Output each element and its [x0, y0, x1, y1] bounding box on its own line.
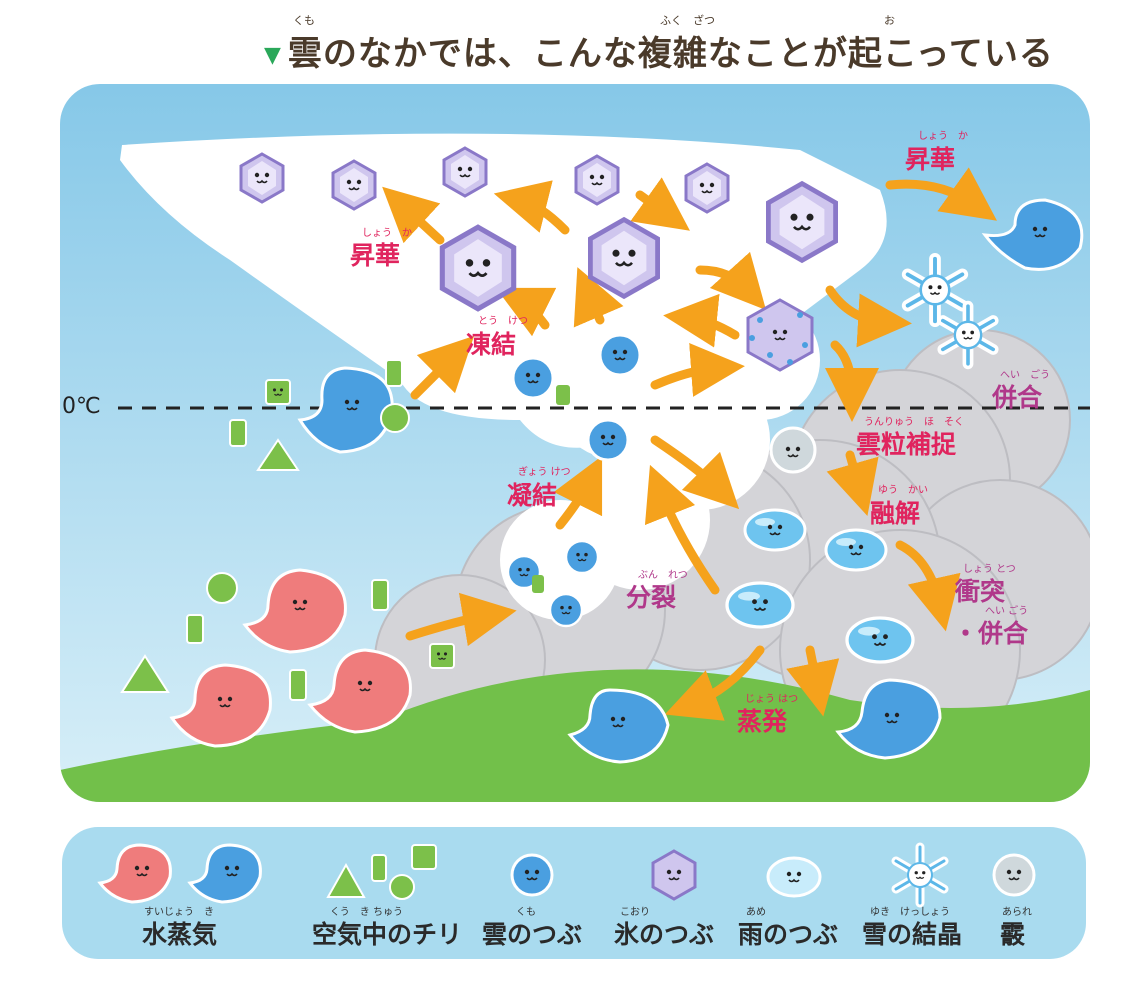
page-title: ▼雲のなかでは、こんな複雑なことが起こっている — [264, 26, 1054, 75]
legend-label-graupel: 霰 — [1000, 920, 1026, 949]
snow-crystal-icon — [891, 842, 949, 908]
sublimation-left-ruby: しょう か — [362, 228, 412, 239]
legend-icons — [97, 842, 1036, 908]
split-ruby: ぶん れつ — [638, 570, 688, 581]
title-ruby-o: お — [884, 14, 895, 27]
legend-label-dust: 空気中のチリ — [312, 920, 463, 949]
sublimation-left-label: 昇華 — [350, 241, 401, 270]
riming-ruby: うんりゅう ほ そく — [864, 417, 964, 428]
process-arrows — [382, 167, 997, 721]
graupel-icon — [992, 853, 1036, 897]
condensation-label: 凝結 — [507, 481, 558, 510]
collision-label: 衝突 — [955, 577, 1006, 606]
evaporation-ruby: じょう はつ — [745, 694, 799, 705]
collision-merge-label: ・併合 — [953, 619, 1029, 648]
dust-particles — [120, 359, 570, 701]
legend-ruby-ice-particle: こおり — [620, 907, 650, 918]
dust-icon — [326, 844, 437, 900]
freezing-ruby: とう けつ — [478, 316, 528, 327]
freezing-level-label: 0℃ — [62, 394, 101, 419]
sublimation-right-ruby: しょう か — [918, 131, 968, 142]
water-vapor-icon — [97, 843, 262, 904]
legend-label-cloud-droplet: 雲のつぶ — [482, 920, 583, 949]
legend-ruby-dust: くう き ちゅう — [330, 907, 403, 918]
raindrop-icon — [766, 856, 822, 898]
coalescence-top-label: 併合 — [992, 383, 1043, 412]
legend-ruby-water-vapor: すいじょう き — [144, 907, 214, 918]
page-title-text: 雲のなかでは、こんな複雑なことが起こっている — [287, 34, 1054, 74]
split-label: 分裂 — [626, 583, 677, 612]
riming-label: 雲粒補捉 — [856, 430, 957, 459]
evaporation-label: 蒸発 — [737, 707, 788, 736]
sublimation-right-label: 昇華 — [905, 145, 956, 174]
coalescence-top-ruby: へい ごう — [1000, 370, 1050, 381]
water-vapor-red — [169, 568, 412, 748]
legend-label-water-vapor: 水蒸気 — [142, 920, 218, 949]
title-ruby-kumo: くも — [293, 14, 315, 27]
graupel-particle — [746, 298, 814, 372]
collision-ruby: しょう とつ — [963, 564, 1016, 575]
freezing-label: 凍結 — [466, 330, 517, 359]
legend-label-raindrop: 雨のつぶ — [738, 920, 839, 949]
legend-panel: すいじょう き 水蒸気 くう き ちゅう 空気中のチリ くも 雲のつぶ こおり … — [62, 827, 1086, 959]
ice-particle-icon — [651, 849, 697, 901]
water-vapor-blue — [297, 198, 1084, 764]
melting-ruby: ゆう かい — [878, 485, 928, 496]
collision-merge-ruby: へい ごう — [985, 606, 1029, 617]
triangle-marker-icon: ▼ — [264, 43, 282, 68]
title-ruby-fukuzatsu: ふく ざつ — [660, 14, 715, 27]
legend-ruby-snow-crystal: ゆき けっしょう — [870, 907, 950, 918]
melting-label: 融解 — [870, 499, 921, 528]
legend-label-snow-crystal: 雪の結晶 — [862, 920, 963, 949]
raindrops — [727, 426, 913, 662]
cloud-droplet-icon — [510, 853, 554, 897]
legend-label-ice-particle: 氷のつぶ — [614, 920, 715, 949]
legend-ruby-raindrop: あめ — [746, 907, 766, 918]
condensation-ruby: ぎょう けつ — [518, 467, 571, 478]
legend-ruby-graupel: あられ — [1002, 907, 1032, 918]
legend-ruby-cloud-droplet: くも — [516, 907, 536, 918]
